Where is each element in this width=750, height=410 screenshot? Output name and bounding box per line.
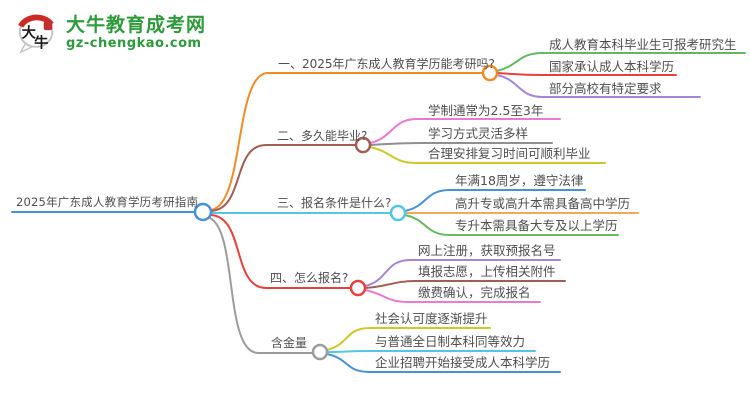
branch-4-label: 四、怎么报名? <box>270 271 349 285</box>
branch-1-child-2-connector <box>496 72 677 76</box>
root-node-circle <box>193 202 213 222</box>
branch-3-child-1-label: 年满18周岁，遵守法律 <box>455 173 584 188</box>
branch-2-child-2-connector <box>369 142 553 146</box>
branch-4-child-3-label: 缴费确认，完成报名 <box>418 285 531 300</box>
branch-2-label: 二、多久能毕业? <box>277 129 368 143</box>
branch-1-label: 一、2025年广东成人教育学历能考研吗? <box>278 57 495 71</box>
branch-2-connector <box>210 144 357 212</box>
branch-1-child-3-label: 部分高校有特定要求 <box>549 81 662 96</box>
branch-5-label: 含金量 <box>271 336 308 350</box>
branch-2-child-1-connector <box>369 118 561 144</box>
branch-4-connector <box>210 214 352 289</box>
branch-1-child-1-connector <box>496 52 746 72</box>
branch-1-connector <box>210 72 484 211</box>
branch-1-node-circle <box>481 64 499 82</box>
logo-char-2: 牛 <box>34 33 48 51</box>
branch-4-child-1-connector <box>364 259 561 287</box>
brand-domain: gz-chengkao.com <box>66 35 202 51</box>
branch-5-node-circle <box>311 343 329 361</box>
brand-name: 大牛教育成考网 <box>66 13 207 36</box>
branch-2-child-1-label: 学制通常为2.5至3年 <box>428 103 544 118</box>
branch-4-child-3-connector <box>364 289 541 303</box>
logo-char-1: 大 <box>22 24 37 42</box>
branch-3-child-3-connector <box>404 214 619 236</box>
branch-4-child-1-label: 网上注册，获取预报名号 <box>418 243 556 258</box>
branch-5-child-3-label: 企业招聘开始接受成人本科学历 <box>375 355 551 370</box>
branch-3-child-2-label: 高升专或高升本需具备高中学历 <box>455 196 631 211</box>
branch-3-node-circle <box>389 204 407 222</box>
branch-3-label: 三、报名条件是什么? <box>277 196 392 210</box>
ox-speech-bubble-icon: 大 牛 <box>18 14 54 54</box>
branch-2-child-3-label: 合理安排复习时间可顺利毕业 <box>428 146 591 161</box>
branch-4-node-circle <box>349 279 367 297</box>
branch-5-child-3-connector <box>326 353 561 373</box>
branch-4-child-2-connector <box>364 280 566 289</box>
branch-1-child-2-label: 国家承认成人本科学历 <box>549 59 675 74</box>
branch-5-child-2-connector <box>326 350 536 353</box>
branch-1-child-3-connector <box>496 74 701 98</box>
brand-logo: 大 牛 大牛教育成考网 gz-chengkao.com <box>14 10 206 54</box>
branch-5-child-1-connector <box>326 327 491 351</box>
branch-2-child-3-connector <box>369 146 606 164</box>
branch-5-child-1-label: 社会认可度逐渐提升 <box>375 311 488 326</box>
branch-3-child-3-label: 专升本需具备大专及以上学历 <box>455 218 618 233</box>
branch-1-child-1-label: 成人教育本科毕业生可报考研究生 <box>549 37 737 52</box>
root-topic-label: 2025年广东成人教育学历考研指南 <box>16 195 199 209</box>
branch-3-child-1-connector <box>404 189 586 212</box>
branch-2-node-circle <box>354 136 372 154</box>
branch-5-connector <box>209 217 314 354</box>
branch-2-child-2-label: 学习方式灵活多样 <box>428 126 529 141</box>
branch-5-child-2-label: 与普通全日制本科同等效力 <box>375 334 526 349</box>
branch-4-child-2-label: 填报志愿，上传相关附件 <box>418 264 556 279</box>
